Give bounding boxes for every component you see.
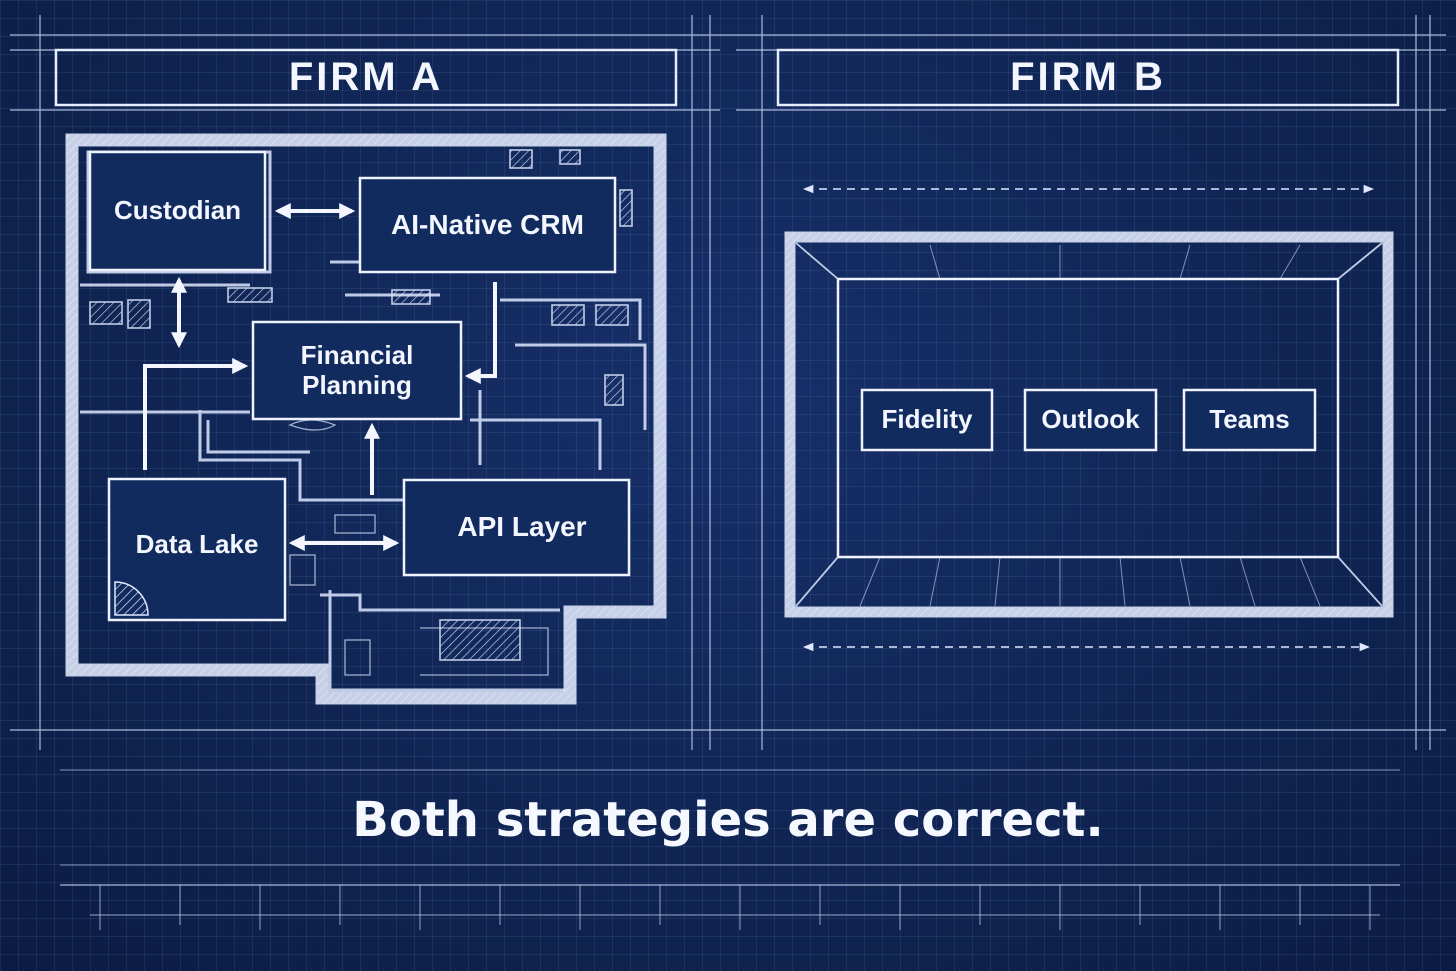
firm-a-floorplan xyxy=(65,133,667,705)
outlook-box xyxy=(1023,388,1158,452)
fidelity-label: Fidelity xyxy=(881,404,973,435)
data-lake-label: Data Lake xyxy=(135,529,259,560)
planning-label: Financial Planning xyxy=(300,339,414,400)
guide-lines xyxy=(10,15,1446,916)
data-lake-box xyxy=(107,477,287,622)
outlook-label: Outlook xyxy=(1041,404,1140,435)
firm-a-title: FIRM A xyxy=(288,55,444,99)
fidelity-box xyxy=(860,388,994,452)
firm-a-title-frame xyxy=(54,48,678,107)
crm-box xyxy=(358,176,617,274)
teams-box xyxy=(1182,388,1317,452)
arrow-crm-planning xyxy=(464,282,497,384)
caption: Both strategies are correct. xyxy=(352,792,1104,848)
firm-b-room xyxy=(784,184,1394,652)
teams-label: Teams xyxy=(1209,404,1290,435)
api-layer-box xyxy=(402,478,631,577)
custodian-label: Custodian xyxy=(113,195,242,226)
custodian-box xyxy=(88,150,267,272)
crm-label: AI-Native CRM xyxy=(391,208,584,240)
firm-b-title: FIRM B xyxy=(1010,55,1166,99)
arrow-datalake-planning xyxy=(143,358,249,470)
ruler-ticks xyxy=(99,885,1371,930)
planning-box xyxy=(251,320,463,421)
api-layer-label: API Layer xyxy=(457,511,587,543)
firm-b-title-frame xyxy=(776,48,1400,107)
